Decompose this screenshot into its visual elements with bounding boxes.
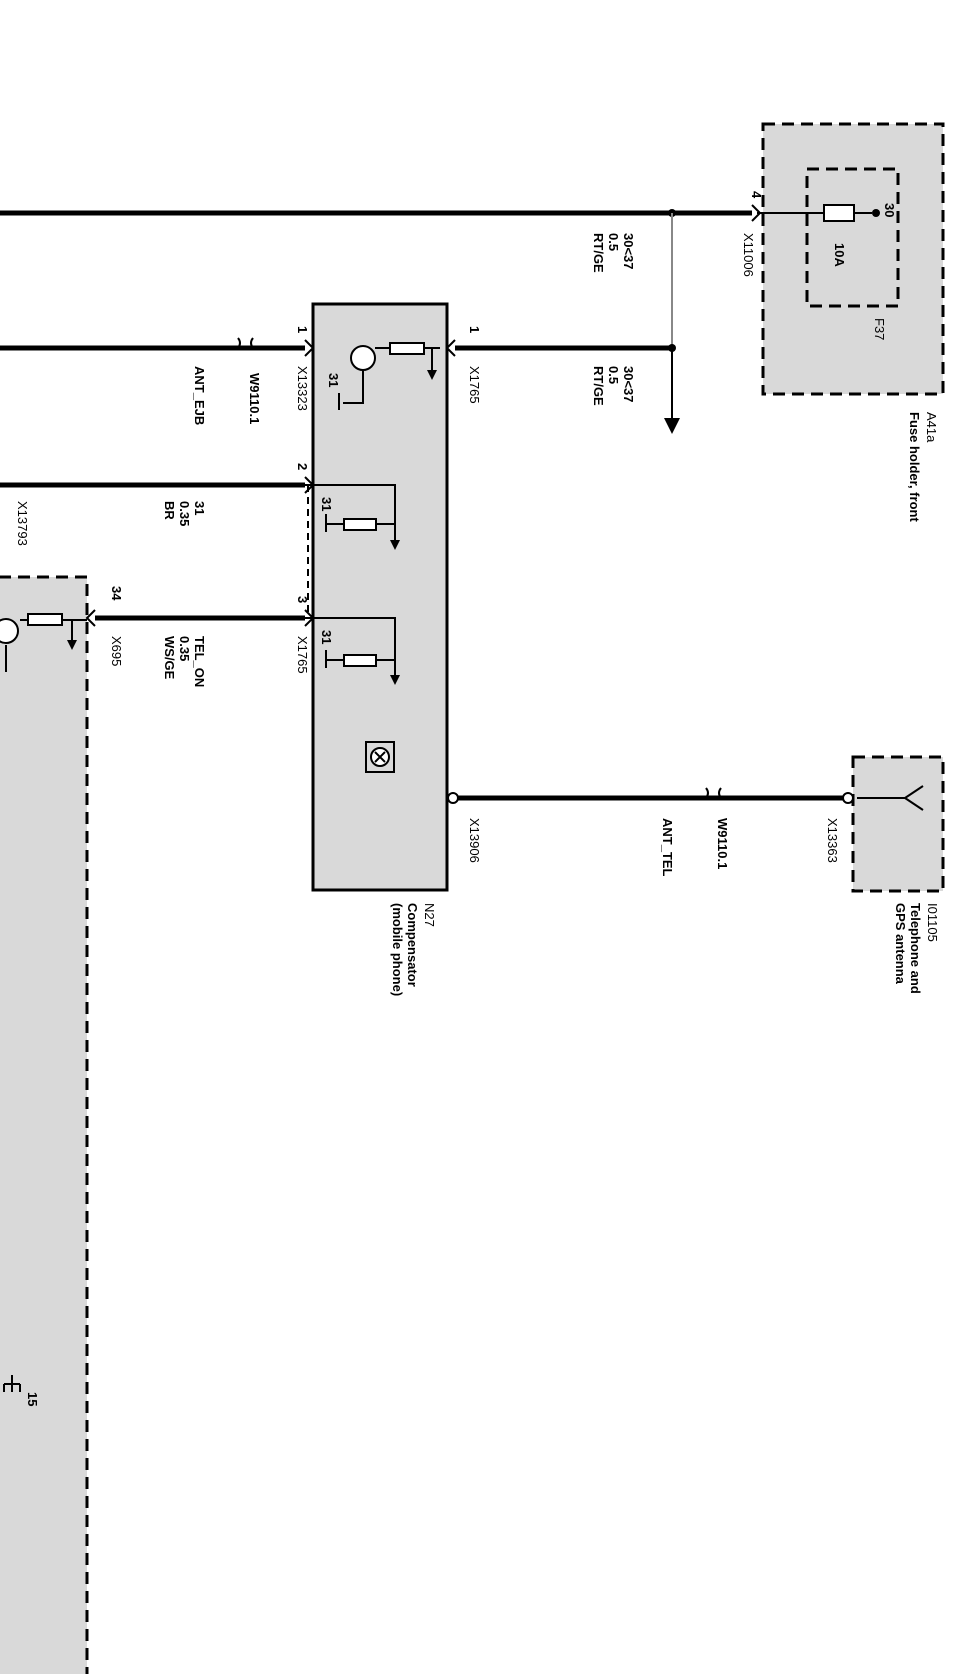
branch-supply-circuit: 30<37 <box>621 366 636 403</box>
fuse-holder-connector: X11006 <box>741 233 756 277</box>
antenna-connector: X13363 <box>825 818 840 863</box>
branch-supply-gauge: 0.5 <box>606 366 621 384</box>
main-supply-wire: 30<37 0.5 RT/GE <box>0 204 762 434</box>
fuse-terminal-label: 30 <box>882 203 897 217</box>
ant-tel-shield: W9110.1 <box>715 818 730 869</box>
branch-supply-pin: 1 <box>467 326 482 333</box>
compensator-name-2: (mobile phone) <box>390 903 405 996</box>
fuse-rating: 10A <box>832 243 847 267</box>
main-supply-gauge: 0.5 <box>606 233 621 251</box>
antenna-name-1: Telephone and <box>908 903 923 994</box>
tel-on-connector: X1765 <box>295 636 310 674</box>
x13793-connector: X13793 <box>15 501 30 546</box>
ant-ejb-pin: 1 <box>295 326 310 333</box>
fuse-holder-id: A41a <box>924 412 939 443</box>
main-supply-circuit: 30<37 <box>621 233 636 270</box>
ground-label-2: 31 <box>319 497 334 511</box>
branch-supply-wire: 1 X1765 30<37 0.5 RT/GE <box>445 326 672 406</box>
branch-supply-color: RT/GE <box>591 366 606 406</box>
antenna-name-2: GPS antenna <box>893 903 908 985</box>
x695-connector: X695 <box>109 636 124 666</box>
main-supply-color: RT/GE <box>591 233 606 273</box>
tel-on-label: TEL_ON <box>192 636 207 687</box>
ground-label-1: 31 <box>326 373 341 387</box>
ground-circuit: 31 <box>192 501 207 515</box>
ground-gauge: 0.35 <box>177 501 192 526</box>
ground-color: BR <box>162 501 177 520</box>
tel-on-color: WS/GE <box>162 636 177 680</box>
ground-wire: 2 31 0.35 BR X13793 <box>0 463 315 618</box>
terminal-15-symbol: 15 <box>3 1375 40 1406</box>
ant-tel-wire: X13906 W9110.1 ANT_TEL <box>447 787 854 877</box>
x695-pin: 34 <box>109 586 124 601</box>
tel-on-wire: 3 X1765 TEL_ON 0.35 WS/GE 34 X695 <box>85 586 315 687</box>
ant-ejb-shield: W9110.1 <box>247 373 262 424</box>
compensator-box: 31 31 31 N27 Compensator (mobile phone) <box>305 302 449 996</box>
fuse-id: F37 <box>872 318 887 340</box>
compensator-id: N27 <box>422 903 437 927</box>
ant-ejb-label: ANT_EJB <box>192 366 207 425</box>
antenna: X13363 I01105 Telephone and GPS antenna <box>825 755 945 994</box>
ground-label-3: 31 <box>319 630 334 644</box>
fuse-holder-pin: 4 <box>749 191 764 199</box>
terminal-15-label: 15 <box>25 1392 40 1406</box>
compensator-name-1: Compensator <box>405 903 420 987</box>
ant-tel-label: ANT_TEL <box>660 818 675 877</box>
ant-ejb-wire: 1 X13323 W9110.1 ANT_EJB <box>0 326 315 425</box>
branch-supply-connector: X1765 <box>467 366 482 404</box>
out-connector: X13906 <box>467 818 482 863</box>
tel-on-gauge: 0.35 <box>177 636 192 661</box>
ant-ejb-connector: X13323 <box>295 366 310 411</box>
fuse-holder-name: Fuse holder, front <box>907 412 922 522</box>
ground-pin: 2 <box>295 463 310 470</box>
tel-on-pin: 3 <box>295 596 310 603</box>
antenna-id: I01105 <box>925 903 940 942</box>
left-module: 15 <box>0 575 89 1674</box>
fuse-holder: 30 10A F37 A41a Fuse holder, front 4 X11… <box>741 122 945 522</box>
